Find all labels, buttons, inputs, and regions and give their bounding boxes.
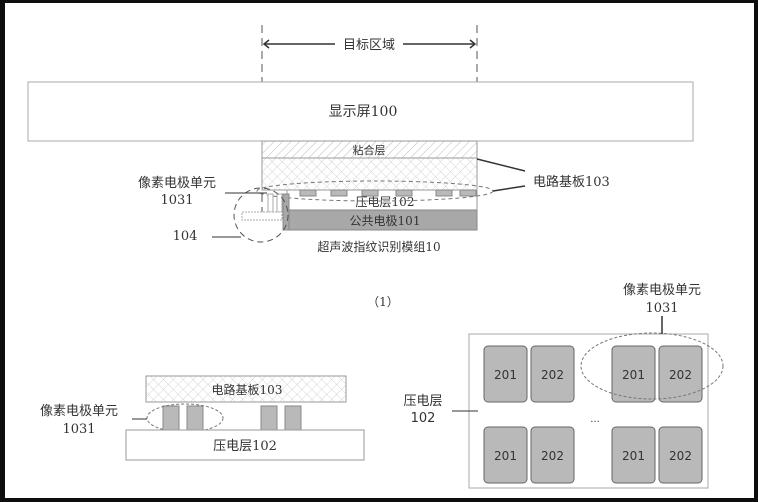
pixel-unit-callout-name: 像素电极单元 <box>138 176 216 191</box>
adhesive-label: 粘合层 <box>353 143 386 157</box>
display-screen <box>27 81 694 142</box>
target-region-label: 目标区域 <box>343 38 395 53</box>
electrode-grid: 201 202 201 202 201 202 201 202 <box>483 345 703 484</box>
piezo-2-label: 压电层102 <box>213 439 277 454</box>
electrode-cell-label: 202 <box>669 449 692 463</box>
figure-2: 电路基板103 压电层102 像素电极单元 1031 <box>40 375 365 461</box>
electrode-cell <box>483 426 528 484</box>
pixel-unit-ellipse-2 <box>146 403 224 433</box>
circuit-board-2-label: 电路基板103 <box>212 382 283 397</box>
electrode-cell-label: 202 <box>669 368 692 382</box>
piezo-3-name: 压电层 <box>403 394 442 409</box>
electrode-cell <box>611 426 656 484</box>
electrode-cell-label: 201 <box>494 449 517 463</box>
electrode-cell <box>658 426 703 484</box>
piezo-layer-2 <box>125 429 365 461</box>
electrode-cell <box>483 345 528 403</box>
pixel-unit-2-num: 1031 <box>62 422 95 437</box>
module-label: 超声波指纹识别模组10 <box>317 239 440 254</box>
pixel-unit-callout-num: 1031 <box>160 193 193 208</box>
piezo-label: 压电层102 <box>356 195 415 209</box>
piezo-3-num: 102 <box>411 411 436 426</box>
diagram-canvas: 目标区域 显示屏100 粘合层 压电层102 公共电极101 电路基板10 <box>5 3 754 498</box>
pixel-unit-3-name: 像素电极单元 <box>623 283 701 298</box>
pixel-unit-3-num: 1031 <box>645 301 678 316</box>
electrode-cell <box>530 426 575 484</box>
connector-104 <box>233 187 290 243</box>
electrode-cell-label: 201 <box>622 449 645 463</box>
circuit-board-callout: 电路基板103 <box>533 174 610 190</box>
electrode-cell <box>530 345 575 403</box>
electrode-cell <box>658 345 703 403</box>
electrode-cell <box>611 345 656 403</box>
ref-104-label: 104 <box>173 229 198 244</box>
figure-1: 目标区域 显示屏100 粘合层 压电层102 公共电极101 电路基板10 <box>27 25 694 309</box>
pixel-electrodes <box>299 189 477 197</box>
common-electrode-label: 公共电极101 <box>350 214 421 228</box>
electrode-cell-label: 202 <box>541 368 564 382</box>
display-label: 显示屏100 <box>329 104 398 120</box>
pixel-unit-ellipse-3 <box>580 332 724 400</box>
pixel-unit-2-name: 像素电极单元 <box>40 404 118 419</box>
circuit-board-2 <box>145 375 347 403</box>
ellipsis-label: ... <box>590 414 600 425</box>
figure-1-caption: （1） <box>367 295 399 309</box>
electrode-cell-label: 201 <box>494 368 517 382</box>
circuit-board <box>261 157 478 191</box>
electrode-cell-label: 202 <box>541 449 564 463</box>
figure-3: 201 202 201 202 201 202 201 202 ... 像素电极单元 1031… <box>403 283 724 489</box>
electrode-cell-label: 201 <box>622 368 645 382</box>
